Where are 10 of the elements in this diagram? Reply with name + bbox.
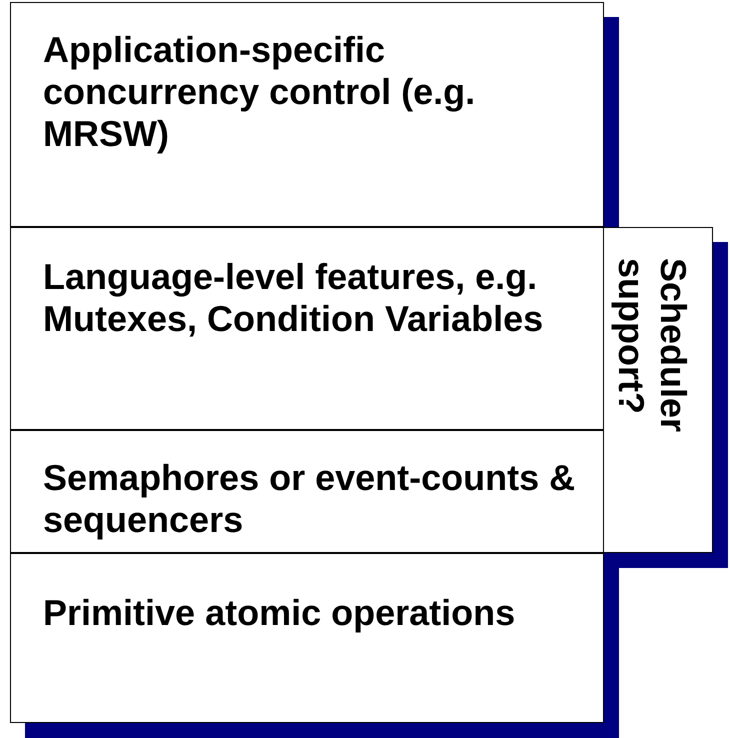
layer-label: Semaphores or event-counts & sequencers	[43, 457, 576, 541]
layer-label: Primitive atomic operations	[43, 592, 516, 634]
side-box	[603, 227, 713, 553]
layer-box	[10, 430, 604, 553]
layer-box	[10, 553, 604, 723]
layer-label: Application-specific concurrency control (e.g. MRSW)	[43, 29, 476, 155]
layer-box	[10, 2, 604, 227]
layer-label: Language-level features, e.g. Mutexes, Condition Variables	[43, 256, 544, 340]
layer-label: Scheduler support?	[610, 258, 694, 434]
layer-box	[10, 227, 604, 430]
